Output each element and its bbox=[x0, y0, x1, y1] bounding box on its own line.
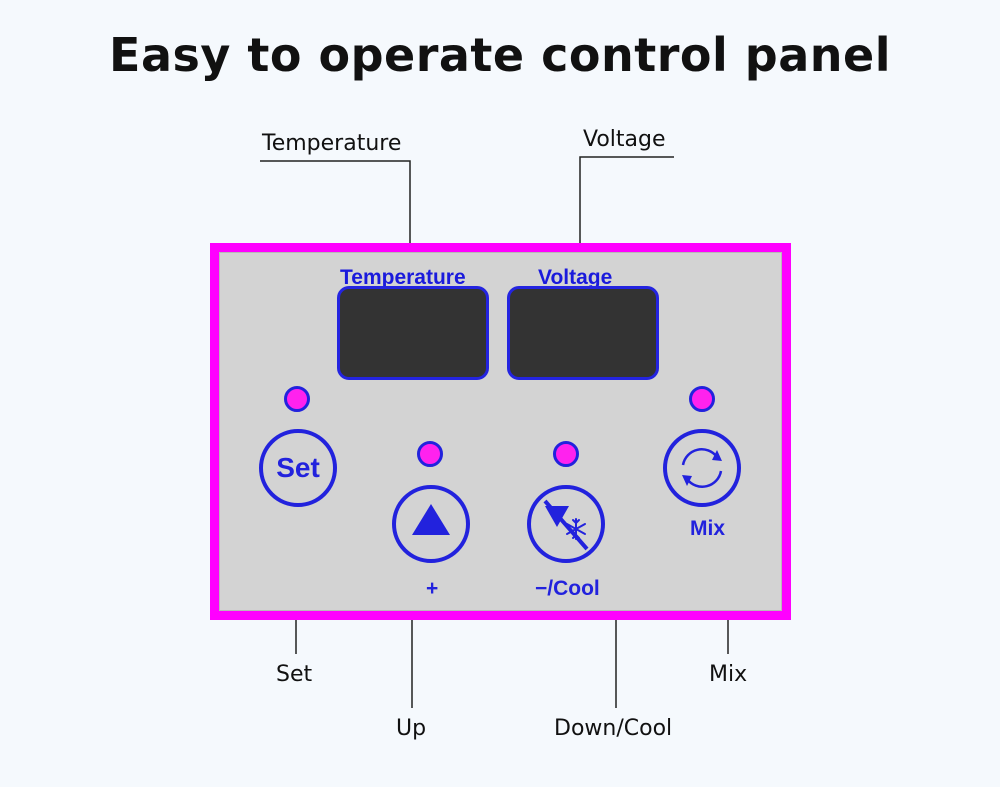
down-cool-button-label: −/Cool bbox=[535, 577, 600, 600]
voltage-display-label: Voltage bbox=[538, 266, 613, 289]
up-button-label: + bbox=[426, 577, 439, 600]
up-indicator-led bbox=[417, 441, 443, 467]
callout-mix: Mix bbox=[709, 662, 748, 687]
circular-arrows-icon bbox=[681, 448, 723, 488]
temperature-display bbox=[337, 286, 489, 380]
set-button-label: Set bbox=[276, 452, 320, 483]
set-indicator-led bbox=[284, 386, 310, 412]
panel-face bbox=[219, 252, 782, 611]
up-button[interactable] bbox=[392, 485, 470, 563]
voltage-display bbox=[507, 286, 659, 380]
page-title: Easy to operate control panel bbox=[109, 28, 891, 82]
callout-up: Up bbox=[396, 716, 427, 741]
mix-button-label: Mix bbox=[690, 517, 726, 540]
temperature-display-label: Temperature bbox=[340, 266, 466, 289]
callout-set: Set bbox=[276, 662, 313, 687]
down-indicator-led bbox=[553, 441, 579, 467]
callout-voltage: Voltage bbox=[583, 127, 666, 152]
callout-temperature: Temperature bbox=[262, 131, 402, 156]
control-panel: Temperature Voltage Set + −/Cool bbox=[210, 243, 791, 620]
set-button[interactable]: Set bbox=[259, 429, 337, 507]
mix-button[interactable] bbox=[663, 429, 741, 507]
down-triangle-snowflake-icon bbox=[543, 499, 589, 551]
down-cool-button[interactable] bbox=[527, 485, 605, 563]
up-triangle-icon bbox=[412, 504, 450, 535]
mix-indicator-led bbox=[689, 386, 715, 412]
callout-down-cool: Down/Cool bbox=[554, 716, 673, 741]
